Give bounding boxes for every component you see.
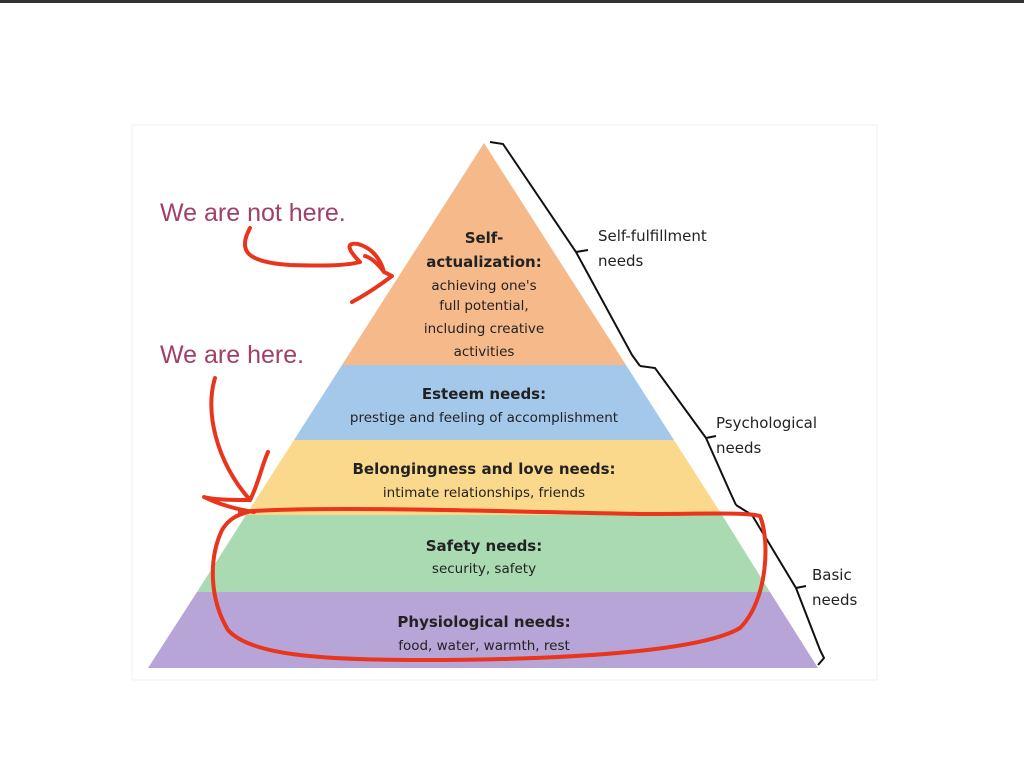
esteem-title: Esteem needs: (422, 385, 546, 403)
annotation-not-here: We are not here. (160, 199, 346, 227)
group-basic-1: Basic (812, 566, 852, 584)
annotation-here: We are here. (160, 341, 304, 369)
arrow-to-safety (202, 376, 270, 514)
layer-esteem (294, 365, 674, 440)
self-actualization-title-2: actualization: (426, 253, 541, 271)
top-bar (0, 0, 1024, 3)
layer-belonging (246, 440, 722, 515)
self-actualization-title-1: Self- (465, 229, 504, 247)
self-actualization-desc-1: achieving one's (431, 278, 536, 294)
group-brackets (489, 141, 826, 666)
physiological-desc: food, water, warmth, rest (398, 638, 570, 654)
group-psychological-2: needs (716, 439, 761, 457)
self-actualization-desc-3: including creative (424, 321, 544, 337)
layer-self-actualization (342, 143, 626, 365)
safety-title: Safety needs: (426, 537, 542, 555)
group-self-fulfillment-1: Self-fulfillment (598, 227, 707, 245)
layer-safety (197, 515, 770, 592)
circle-around-basic-needs (210, 506, 768, 662)
self-actualization-desc-4: activities (454, 344, 515, 360)
arrow-to-self-actualization (242, 226, 394, 304)
safety-desc: security, safety (432, 561, 536, 577)
esteem-desc: prestige and feeling of accomplishment (350, 410, 618, 426)
physiological-title: Physiological needs: (397, 613, 570, 631)
self-actualization-desc-2: full potential, (439, 298, 528, 314)
group-basic-2: needs (812, 591, 857, 609)
belonging-title: Belongingness and love needs: (352, 460, 615, 478)
belonging-desc: intimate relationships, friends (383, 485, 585, 501)
group-psychological-1: Psychological (716, 414, 817, 432)
group-self-fulfillment-2: needs (598, 252, 643, 270)
